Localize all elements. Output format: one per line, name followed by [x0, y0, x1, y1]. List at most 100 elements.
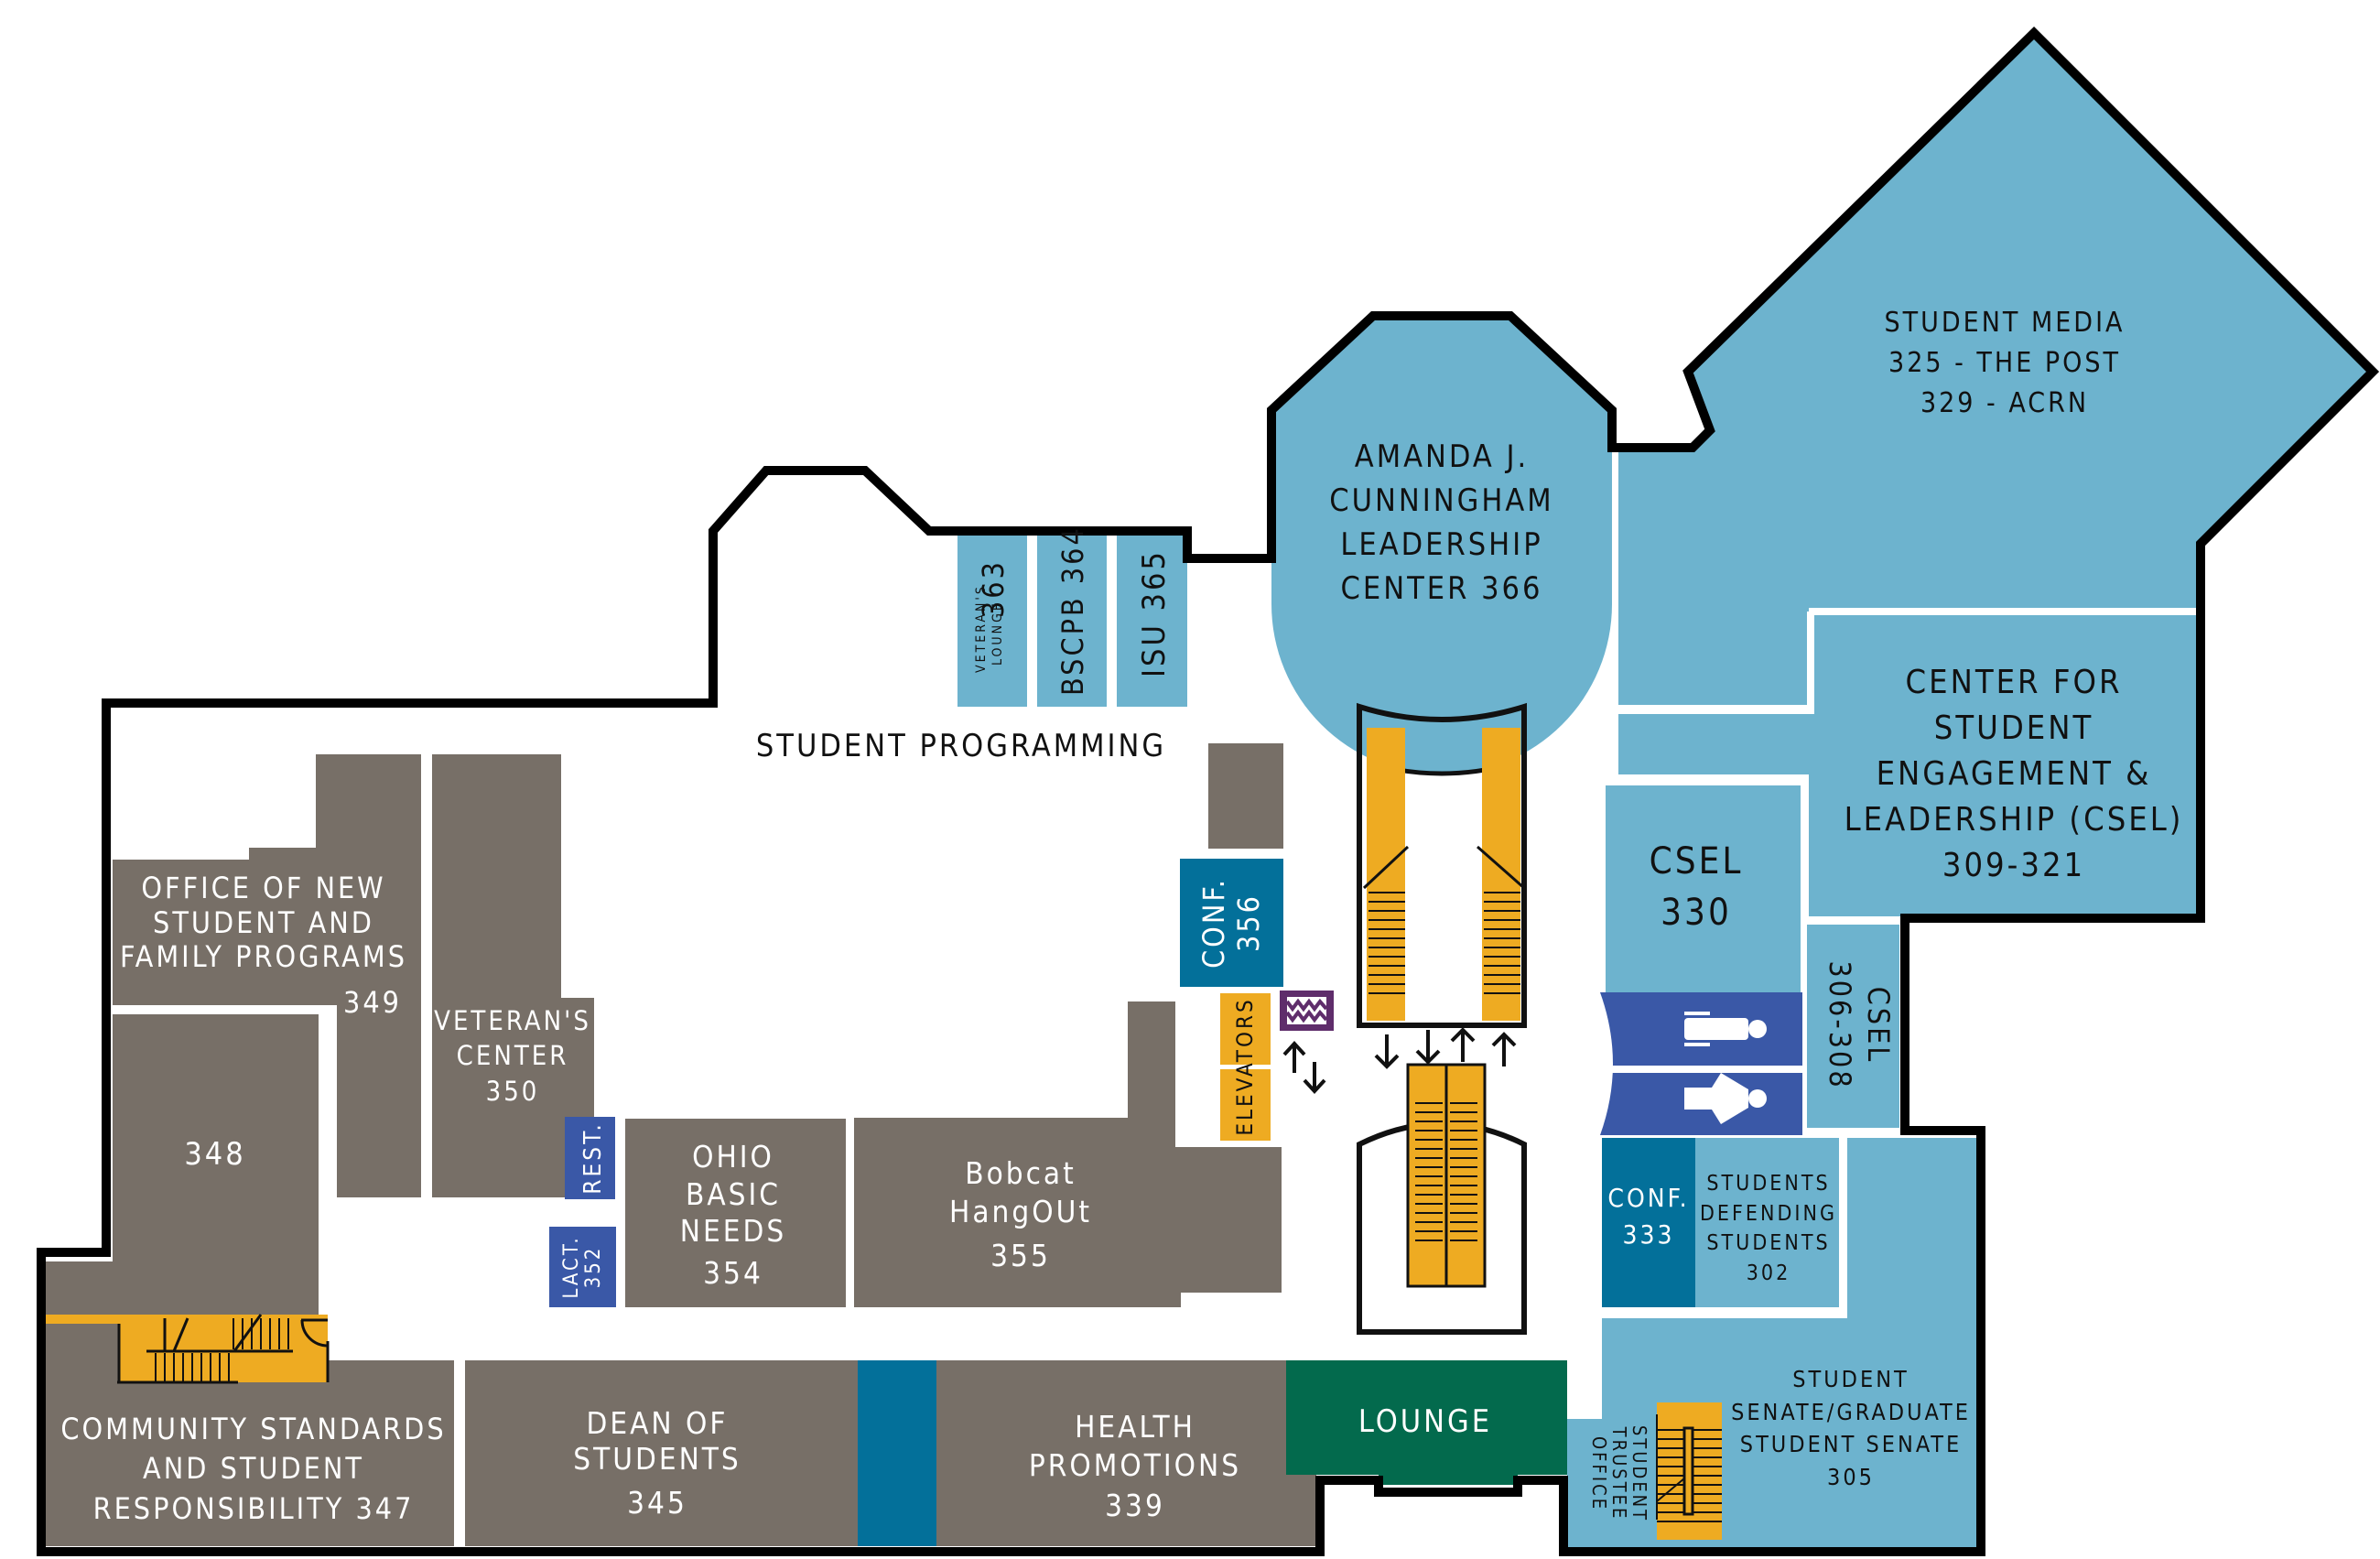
- lounge-label: LOUNGE: [1358, 1403, 1492, 1440]
- student-media-line-1: STUDENT MEDIA: [1885, 307, 2126, 339]
- ohio-354-line-2: BASIC: [686, 1176, 781, 1212]
- bscpb-364-room[interactable]: [1037, 533, 1107, 707]
- room-363-number: 363: [976, 559, 1011, 618]
- room-348-label: 348: [184, 1136, 245, 1173]
- leadership-center-366-room[interactable]: [1271, 316, 1612, 774]
- trustee-line-2: TRUSTEE: [1608, 1426, 1630, 1521]
- room-364-label: BSCPB 364: [1055, 525, 1090, 696]
- student-media-line-2: 325 - THE POST: [1888, 347, 2121, 379]
- building-outline: [37, 26, 2380, 1556]
- room-363-sub-2: LOUNGE: [990, 601, 1005, 666]
- trustee-line-1: STUDENT: [1628, 1425, 1650, 1522]
- dean-345-line-3: 345: [627, 1485, 687, 1521]
- health-339-line-1: HEALTH: [1075, 1409, 1195, 1445]
- csel-main-line-2: STUDENT: [1934, 709, 2093, 747]
- student-senate-stub: [1847, 1138, 1977, 1321]
- csel-main-line-5: 309-321: [1942, 847, 2085, 884]
- sds-302-line-2: DEFENDING: [1700, 1202, 1837, 1226]
- bobcat-355-line-2: HangOUt: [949, 1194, 1092, 1229]
- office-349-number: 349: [343, 985, 402, 1020]
- csel-330-line-1: CSEL: [1650, 840, 1744, 882]
- room-363-sub-1: VETERAN'S: [974, 584, 989, 673]
- csel-309-321-room[interactable]: [1618, 615, 2197, 918]
- student-media-line-3: 329 - ACRN: [1920, 387, 2089, 419]
- csel-main-line-1: CENTER FOR: [1906, 664, 2123, 701]
- health-promotions-lower: [989, 1465, 1316, 1546]
- csel-306-line-2: 306-308: [1823, 960, 1857, 1089]
- csel-306-308-room[interactable]: [1807, 925, 1899, 1128]
- dean-345-line-1: DEAN OF: [587, 1405, 729, 1441]
- senate-305-line-4: 305: [1827, 1464, 1875, 1490]
- restroom-rest[interactable]: [565, 1117, 615, 1199]
- rest-label: REST.: [579, 1121, 607, 1195]
- conf-356-room[interactable]: [1180, 859, 1283, 987]
- conf-333-line-1: CONF.: [1607, 1183, 1689, 1213]
- csel-corridor: [1618, 448, 1809, 705]
- csel-main-line-3: ENGAGEMENT &: [1877, 755, 2152, 793]
- conf-333-room[interactable]: [1602, 1138, 1695, 1307]
- ohio-354-line-4: 354: [703, 1255, 763, 1291]
- elevator-1[interactable]: [1220, 993, 1271, 1065]
- mens-restroom-icon: [1684, 1012, 1767, 1046]
- room-366-line-4: CENTER 366: [1341, 570, 1543, 607]
- office-349-line-2: STUDENT AND: [153, 905, 374, 940]
- sds-302-line-1: STUDENTS: [1706, 1172, 1830, 1196]
- veterans-350-line-2: CENTER: [457, 1040, 569, 1071]
- csel-main-line-4: LEADERSHIP (CSEL): [1844, 801, 2184, 839]
- conf-356-line-1: CONF.: [1196, 877, 1231, 969]
- ohio-basic-needs-354-room[interactable]: [625, 1119, 846, 1307]
- sds-302-line-4: 302: [1747, 1261, 1791, 1285]
- lactation-352-room[interactable]: [549, 1227, 616, 1307]
- room-365-label: ISU 365: [1136, 549, 1173, 677]
- east-wing: [1612, 33, 2373, 705]
- veterans-lounge-363-room[interactable]: [957, 533, 1027, 707]
- west-offices: [113, 743, 1283, 1318]
- stairs-icon: [1656, 1402, 1722, 1540]
- community-347-line-3: RESPONSIBILITY 347: [93, 1491, 415, 1526]
- bobcat-355-line-3: 355: [990, 1238, 1051, 1273]
- trustee-line-3: OFFICE: [1588, 1436, 1610, 1511]
- students-defending-students-302-room[interactable]: [1695, 1138, 1839, 1307]
- veterans-350-line-1: VETERAN'S: [434, 1005, 591, 1036]
- office-349-line-1: OFFICE OF NEW: [141, 871, 385, 905]
- restroom-entry-curve: [1600, 992, 1613, 1135]
- senate-305-line-2: SENATE/GRADUATE: [1731, 1399, 1971, 1425]
- lact-352-line-1: LACT.: [560, 1235, 583, 1298]
- veterans-center-350-room[interactable]: [432, 754, 594, 1197]
- community-347-line-1: COMMUNITY STANDARDS: [60, 1412, 446, 1446]
- health-339-line-2: PROMOTIONS: [1029, 1447, 1241, 1483]
- office-349-line-3: FAMILY PROGRAMS: [120, 939, 407, 974]
- elevator-2[interactable]: [1220, 1069, 1271, 1141]
- community-standards-347-room[interactable]: [44, 1360, 454, 1546]
- room-366-line-2: CUNNINGHAM: [1329, 482, 1553, 519]
- csel-306-line-1: CSEL: [1861, 987, 1896, 1065]
- east-wing-dividers: [1618, 608, 2197, 924]
- lact-352-line-2: 352: [582, 1246, 605, 1289]
- stairs-icon: [44, 1314, 330, 1384]
- sds-302-line-3: STUDENTS: [1706, 1231, 1830, 1255]
- teal-room[interactable]: [858, 1360, 936, 1546]
- student-media-room[interactable]: [1612, 33, 2373, 612]
- health-promotions-extension: [989, 1360, 1316, 1479]
- lounge-room[interactable]: [1286, 1360, 1567, 1485]
- womens-restroom-icon: [1684, 1073, 1767, 1124]
- health-339-line-3: 339: [1105, 1488, 1165, 1523]
- office-349-room[interactable]: [113, 754, 421, 1197]
- community-347-line-2: AND STUDENT: [143, 1451, 364, 1486]
- isu-365-room[interactable]: [1117, 533, 1187, 707]
- ohio-354-line-3: NEEDS: [680, 1213, 786, 1249]
- room-366-line-1: AMANDA J.: [1355, 438, 1529, 475]
- conf-356-line-2: 356: [1231, 893, 1266, 952]
- dean-of-students-345-room[interactable]: [465, 1360, 858, 1546]
- elevators-label: ELEVATORS: [1232, 997, 1258, 1135]
- bobcat-hangout-355-room[interactable]: [854, 1001, 1282, 1307]
- up-down-arrows-icon: [1282, 1041, 1326, 1094]
- vending-icon: [1280, 991, 1334, 1031]
- senate-305-line-1: STUDENT: [1792, 1366, 1909, 1392]
- csel-330-room[interactable]: [1606, 785, 1801, 992]
- csel-330-line-2: 330: [1661, 892, 1732, 934]
- storage-room[interactable]: [1208, 743, 1283, 849]
- escalator-icon: [1357, 702, 1527, 1335]
- conf-333-line-2: 333: [1622, 1219, 1674, 1250]
